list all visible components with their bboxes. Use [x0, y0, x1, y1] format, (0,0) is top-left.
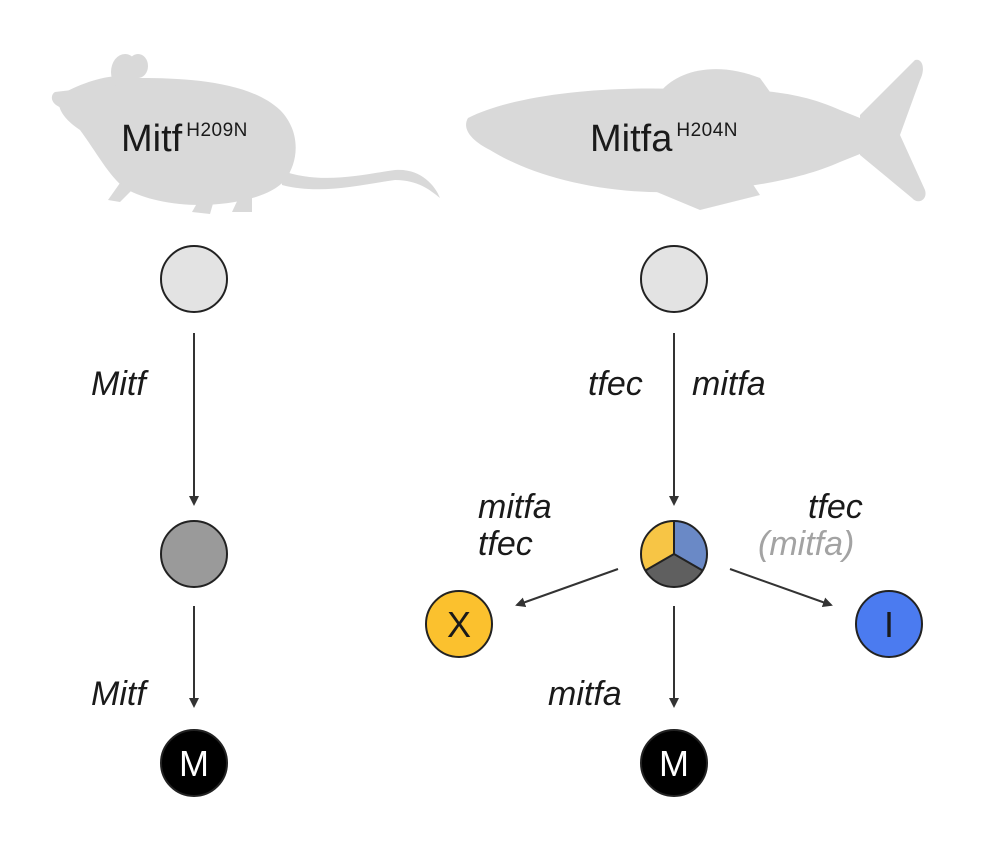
mouse-intermediate-node	[160, 520, 228, 588]
fish-iridophore-letter: I	[884, 604, 894, 645]
fish-label-mitfa-top: mitfa	[692, 365, 766, 403]
fish-label-to-x-tfec: tfec	[478, 525, 533, 563]
fish-progenitor-node	[640, 245, 708, 313]
mouse-gene-label-upper: Mitf	[91, 365, 146, 403]
mouse-melanophore-node	[160, 729, 228, 797]
fish-xanthophore-letter: X	[447, 604, 471, 645]
mouse-silhouette	[51, 54, 440, 214]
mouse-gene-name: Mitf	[121, 118, 183, 160]
fish-label-to-x-mitfa: mitfa	[478, 488, 552, 526]
fish-melanophore-node	[640, 729, 708, 797]
fish-silhouette	[466, 59, 926, 210]
mouse-melanophore-letter: M	[179, 743, 209, 784]
fish-xanthophore-node	[425, 590, 493, 658]
fish-label-to-m-mitfa: mitfa	[548, 675, 622, 713]
fish-allele: H204N	[676, 120, 739, 141]
mouse-progenitor-node	[160, 245, 228, 313]
fish-label-tfec-top: tfec	[588, 365, 643, 403]
fish-tripotent-node	[640, 520, 708, 588]
fish-gene-name: Mitfa	[590, 118, 673, 160]
fish-label-to-i-mitfa: (mitfa)	[758, 525, 855, 563]
fish-melanophore-letter: M	[659, 743, 689, 784]
mouse-gene-label-lower: Mitf	[91, 675, 146, 713]
fish-label-to-i-tfec: tfec	[808, 488, 863, 526]
fish-arrow-to-iridophore	[729, 568, 833, 608]
fish-iridophore-node	[855, 590, 923, 658]
mouse-allele: H209N	[186, 120, 248, 141]
fish-arrow-to-xanthophore	[515, 568, 619, 608]
